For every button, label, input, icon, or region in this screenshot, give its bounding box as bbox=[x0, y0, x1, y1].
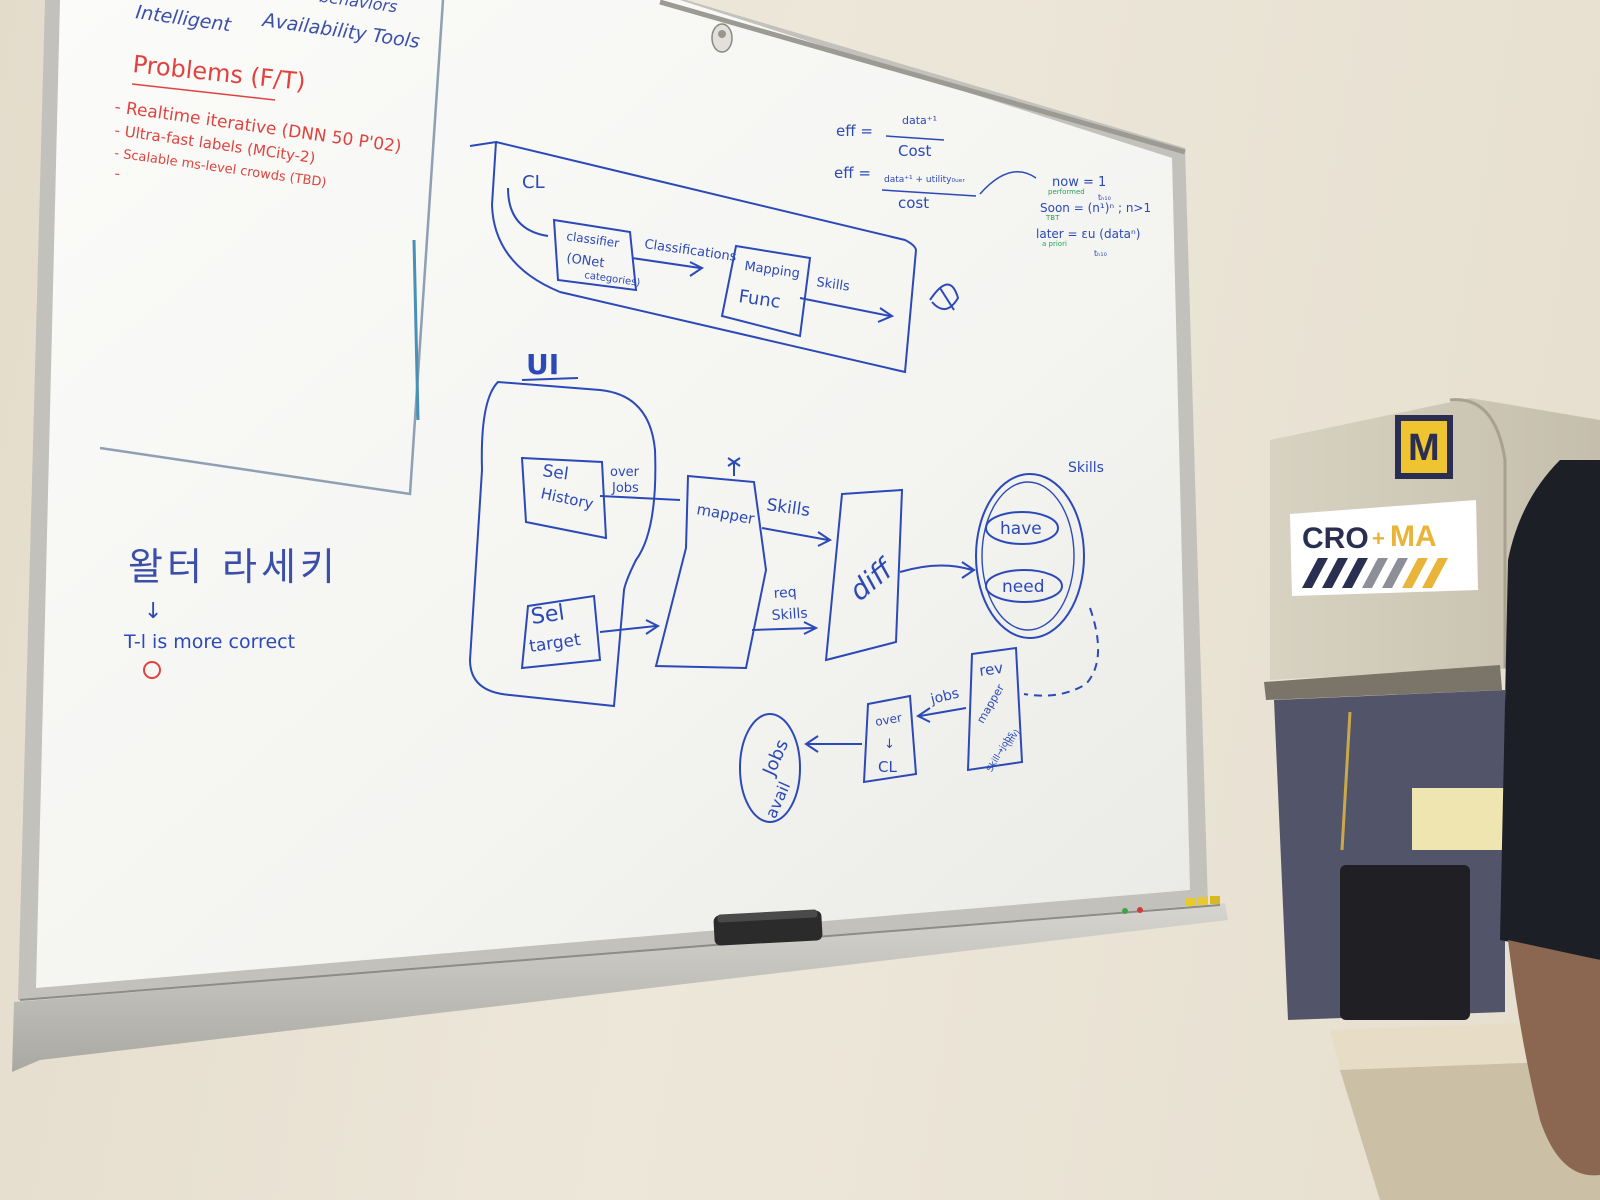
over-cl-box bbox=[862, 694, 918, 784]
to-jobs-avail-arrow bbox=[804, 735, 862, 753]
problems-underline bbox=[131, 83, 276, 101]
person bbox=[1500, 460, 1600, 1176]
have-oval bbox=[985, 511, 1059, 545]
ui-diagram bbox=[468, 380, 1099, 823]
skills-circle-label: Skills bbox=[1068, 460, 1104, 476]
rev-mapper-box bbox=[966, 646, 1024, 772]
diff-box bbox=[824, 488, 904, 662]
eff1-lhs: eff = bbox=[836, 122, 873, 140]
diff-to-skills-arrow bbox=[899, 561, 976, 579]
cl-container-outline bbox=[469, 140, 918, 374]
croma-sign: M CRO + MA bbox=[1290, 415, 1478, 596]
sel-target-box bbox=[520, 594, 602, 670]
skills-arrow bbox=[799, 297, 895, 323]
top-diagram bbox=[469, 140, 960, 374]
flag-pole bbox=[1340, 711, 1352, 851]
history-to-mapper-arrow bbox=[599, 495, 681, 501]
sel-history-label-1: Sel bbox=[541, 461, 570, 484]
red-correction-mark bbox=[143, 661, 161, 679]
eff2-lhs: eff = bbox=[834, 164, 871, 182]
green-note-2: TBT bbox=[1045, 214, 1060, 222]
frame-top-edge bbox=[659, 0, 1186, 155]
tray-lip bbox=[19, 904, 1221, 1001]
skills-circle-inner bbox=[981, 481, 1075, 631]
logo-letter: M bbox=[1408, 427, 1440, 469]
sign-plus: + bbox=[1372, 526, 1385, 551]
formulas: eff = data⁺¹ Cost eff = data⁺¹ + utility… bbox=[834, 114, 1151, 258]
pinned-note bbox=[1412, 788, 1504, 850]
jobs-arrow bbox=[916, 707, 967, 723]
cl-arrow bbox=[507, 187, 549, 237]
problem-item-4: - bbox=[113, 164, 121, 183]
scribble-mark bbox=[929, 283, 960, 311]
eff1-denominator: Cost bbox=[898, 142, 931, 160]
mapping-func-box bbox=[720, 244, 812, 338]
need-label: need bbox=[1002, 577, 1044, 597]
eff1-numerator: data⁺¹ bbox=[902, 114, 937, 127]
eff2-fraction-bar bbox=[881, 189, 977, 197]
eff2-denominator: cost bbox=[898, 194, 929, 212]
markers-on-tray bbox=[1122, 896, 1220, 914]
over-jobs-label-2: Jobs bbox=[611, 481, 639, 496]
now-subscript: tₕ₁₀ bbox=[1098, 193, 1111, 202]
jobs-arrow-label: jobs bbox=[928, 685, 961, 708]
req-skills-label-2: Skills bbox=[771, 606, 808, 624]
eraser bbox=[713, 909, 823, 946]
mapper-box bbox=[654, 474, 768, 670]
ui-title-underline bbox=[521, 377, 579, 381]
korean-phrase: 왈터 라세키 bbox=[128, 545, 339, 589]
green-note-1: performed bbox=[1048, 188, 1085, 196]
ui-container-outline bbox=[468, 380, 657, 708]
eff1-fraction-bar bbox=[885, 135, 945, 141]
correction-note: T-l is more correct bbox=[123, 631, 295, 653]
jobs-avail-circle bbox=[739, 713, 801, 823]
classifier-label-2: (ONet bbox=[565, 251, 605, 271]
desk-organizer bbox=[1340, 865, 1470, 1020]
sign-name-part2: MA bbox=[1390, 520, 1437, 553]
req-skills-label-1: req bbox=[773, 584, 797, 602]
whiteboard-surface bbox=[36, 0, 1190, 988]
skills-circle-outer bbox=[975, 473, 1085, 639]
soon-line: Soon = (n¹)ⁿ ; n>1 bbox=[1040, 201, 1151, 215]
over-cl-label-2: ↓ bbox=[884, 737, 895, 752]
later-line: later = εu (dataⁿ) bbox=[1036, 227, 1140, 241]
over-jobs-label-1: over bbox=[610, 465, 640, 480]
marker-tray bbox=[12, 903, 1228, 1072]
target-to-mapper-arrow bbox=[599, 619, 660, 635]
formula-arrow bbox=[979, 171, 1037, 195]
sign-name-part1: CRO bbox=[1302, 522, 1369, 555]
board-clip bbox=[711, 23, 733, 53]
cl-label: CL bbox=[522, 172, 545, 193]
classifier-box bbox=[552, 218, 638, 292]
rev-mapper-label-1: rev bbox=[978, 659, 1004, 680]
skills-arrow-ui bbox=[761, 527, 832, 547]
correction-arrow: ↓ bbox=[144, 599, 162, 624]
green-note-3: a priori bbox=[1042, 240, 1067, 248]
ui-title: UI bbox=[526, 348, 559, 381]
sel-target-label-1: Sel bbox=[529, 601, 566, 630]
top-skills-label: Skills bbox=[815, 275, 850, 295]
have-label: have bbox=[1000, 519, 1042, 539]
now-line: now = 1 bbox=[1052, 175, 1106, 190]
later-subscript: tₕ₁₀ bbox=[1094, 249, 1107, 258]
req-skills-arrow bbox=[751, 621, 819, 635]
over-cl-label-3: CL bbox=[878, 758, 897, 776]
over-cl-label-1: over bbox=[874, 711, 903, 729]
classifications-arrow bbox=[631, 257, 704, 277]
mapper-star bbox=[727, 457, 741, 476]
eff2-numerator: data⁺¹ + utility₀ᵤₑᵣ bbox=[884, 175, 965, 185]
sel-history-box bbox=[520, 456, 608, 540]
university-logo bbox=[1395, 415, 1453, 479]
notes-panel bbox=[99, 0, 445, 496]
need-oval bbox=[985, 569, 1063, 603]
sign-stripes bbox=[1302, 558, 1448, 588]
